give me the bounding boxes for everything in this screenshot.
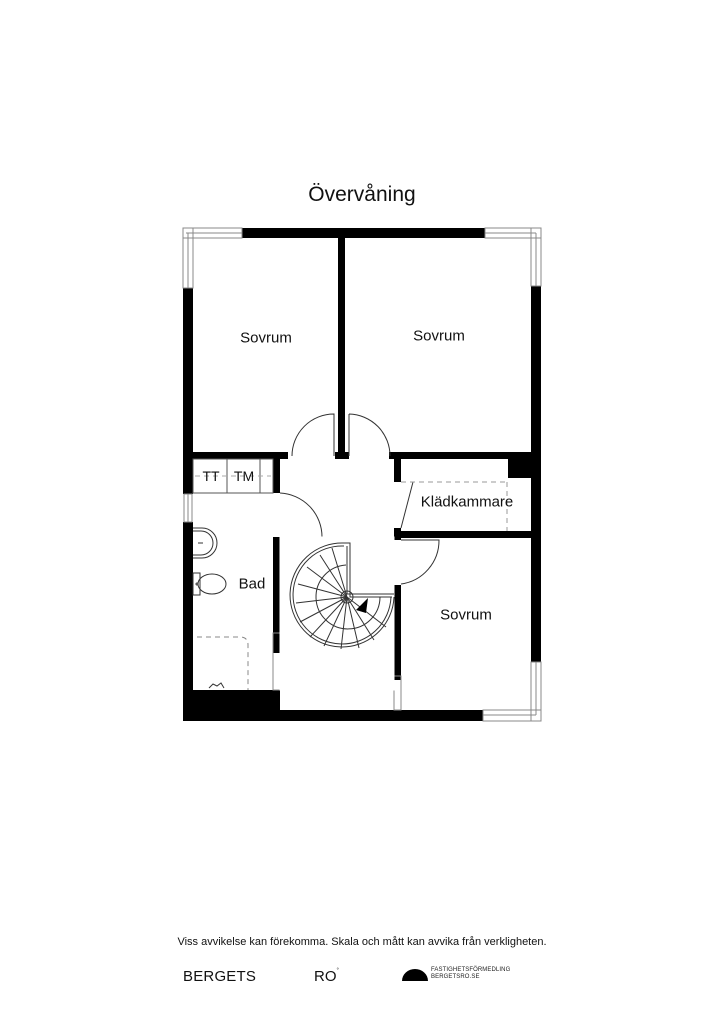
room-label-bedroom-top-left: Sovrum — [240, 329, 292, 347]
room-label-walk-in-closet: Klädkammare — [420, 493, 514, 511]
agency-line-2: BERGETSRO.SE — [431, 974, 480, 980]
agency-info: FASTIGHETSFÖRMEDLING BERGETSRO.SE — [431, 967, 510, 981]
closet-label-tt: TT — [202, 468, 220, 484]
disclaimer-text: Viss avvikelse kan förekomma. Skala och … — [177, 936, 547, 948]
window-bottom-right — [482, 661, 542, 722]
agency-line-1: FASTIGHETSFÖRMEDLING — [431, 967, 511, 973]
brand-mark: ° — [336, 968, 339, 974]
spiral-staircase — [279, 536, 395, 691]
exterior-walls — [183, 228, 541, 721]
sink-icon — [193, 527, 218, 559]
doors — [279, 413, 440, 585]
stair-direction-arrow-icon — [356, 598, 368, 613]
interior-walls — [193, 238, 531, 680]
interior-glazing — [272, 632, 402, 711]
window-top-left — [182, 227, 243, 289]
room-label-bedroom-top-right: Sovrum — [413, 327, 465, 345]
brand-name-left: BERGETS — [183, 968, 257, 985]
shower-drain-icon — [208, 682, 225, 689]
shower-area — [197, 636, 249, 690]
window-bathroom — [183, 493, 193, 523]
brand-name-right: RO° — [314, 968, 339, 985]
floor-title: Övervåning — [308, 183, 416, 206]
room-label-bedroom-bottom-right: Sovrum — [440, 606, 492, 624]
half-circle-logo-icon — [402, 969, 428, 981]
closet-label-tm: TM — [233, 468, 255, 484]
klaedkammare-shelf — [401, 481, 508, 531]
window-top-right — [484, 227, 542, 287]
toilet-icon — [192, 572, 227, 596]
room-label-bathroom: Bad — [238, 575, 266, 593]
closets — [192, 458, 274, 494]
brand-ro-text: RO — [314, 968, 337, 985]
